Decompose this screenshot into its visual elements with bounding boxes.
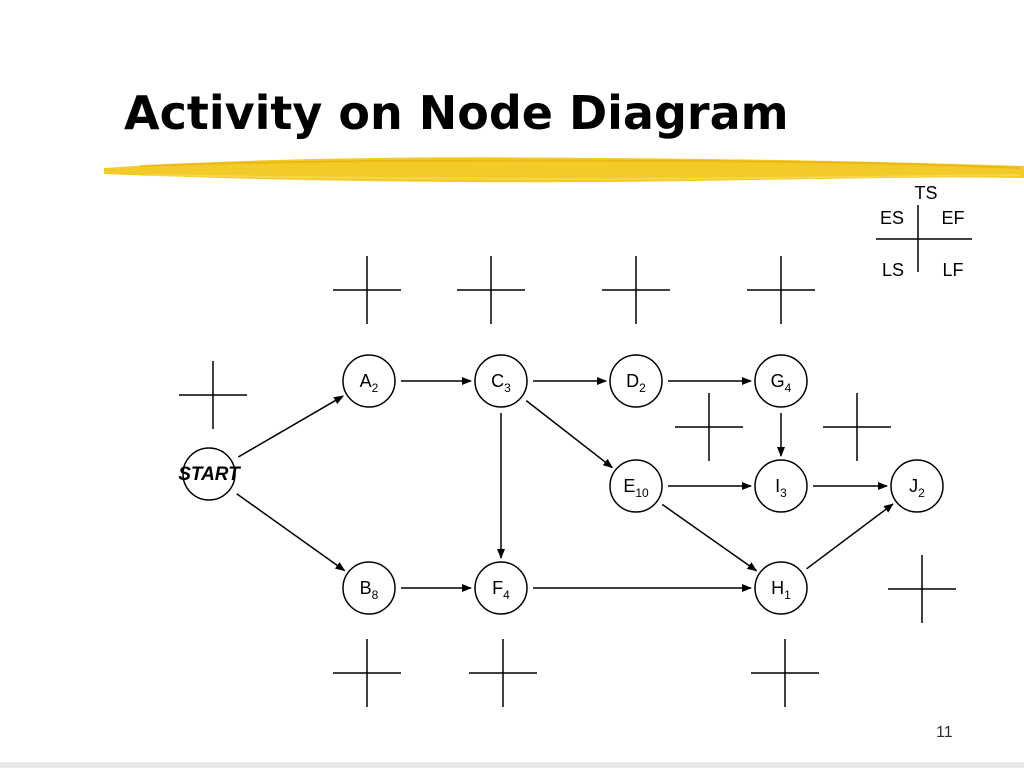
node-g: G4 bbox=[754, 354, 808, 408]
time-cross bbox=[179, 361, 247, 429]
node-b: B8 bbox=[342, 561, 396, 615]
time-cross bbox=[751, 639, 819, 707]
node-h: H1 bbox=[754, 561, 808, 615]
node-label: C3 bbox=[491, 371, 511, 395]
time-cross bbox=[888, 555, 956, 623]
time-cross bbox=[823, 393, 891, 461]
node-name: C bbox=[491, 371, 504, 391]
edge-h-j bbox=[806, 503, 894, 570]
node-c: C3 bbox=[474, 354, 528, 408]
node-duration: 8 bbox=[372, 588, 379, 602]
edge-e-h bbox=[661, 503, 758, 572]
node-circle bbox=[754, 561, 808, 615]
node-label: START bbox=[178, 464, 241, 485]
node-name: J bbox=[909, 476, 918, 496]
node-name: I bbox=[775, 476, 780, 496]
node-e: E10 bbox=[609, 459, 663, 513]
node-duration: 2 bbox=[372, 381, 379, 395]
edges bbox=[236, 377, 894, 592]
edge-start-b bbox=[236, 493, 346, 572]
node-duration: 4 bbox=[503, 588, 510, 602]
page-number: 11 bbox=[936, 724, 953, 741]
node-circle bbox=[474, 354, 528, 408]
node-duration: 2 bbox=[918, 486, 925, 500]
node-circle bbox=[182, 447, 236, 501]
time-cross bbox=[333, 256, 401, 324]
node-label: I3 bbox=[775, 476, 787, 500]
node-name: E bbox=[623, 476, 635, 496]
node-label: G4 bbox=[771, 371, 792, 395]
time-crosses bbox=[179, 256, 956, 707]
edge-start-a bbox=[238, 395, 344, 458]
node-circle bbox=[474, 561, 528, 615]
node-duration: 10 bbox=[635, 486, 649, 500]
node-label: J2 bbox=[909, 476, 925, 500]
edge-c-e bbox=[525, 400, 614, 469]
highlight-brush-streak-2 bbox=[149, 174, 1021, 180]
highlight-brush bbox=[104, 157, 1024, 183]
node-f: F4 bbox=[474, 561, 528, 615]
time-cross bbox=[602, 256, 670, 324]
legend-lf-label: LF bbox=[942, 260, 963, 280]
node-label: D2 bbox=[626, 371, 646, 395]
legend-ts-label: TS bbox=[914, 183, 937, 203]
node-i: I3 bbox=[754, 459, 808, 513]
time-cross bbox=[469, 639, 537, 707]
node-circle bbox=[890, 459, 944, 513]
node-name: D bbox=[626, 371, 639, 391]
node-name: START bbox=[178, 464, 241, 485]
title-highlight-stroke bbox=[104, 157, 1024, 183]
node-circle bbox=[342, 561, 396, 615]
node-duration: 3 bbox=[780, 486, 787, 500]
node-j: J2 bbox=[890, 459, 944, 513]
node-circle bbox=[342, 354, 396, 408]
node-circle bbox=[609, 459, 663, 513]
time-cross bbox=[675, 393, 743, 461]
node-label: F4 bbox=[492, 578, 510, 602]
time-cross bbox=[457, 256, 525, 324]
node-name: B bbox=[360, 578, 372, 598]
node-duration: 4 bbox=[785, 381, 792, 395]
node-label: E10 bbox=[623, 476, 649, 500]
node-name: H bbox=[771, 578, 784, 598]
node-d: D2 bbox=[609, 354, 663, 408]
node-circle bbox=[754, 459, 808, 513]
node-duration: 3 bbox=[504, 381, 511, 395]
node-label: B8 bbox=[360, 578, 379, 602]
node-label: A2 bbox=[360, 371, 379, 395]
node-duration: 2 bbox=[639, 381, 646, 395]
highlight-brush-streak bbox=[139, 159, 1021, 169]
time-cross bbox=[333, 639, 401, 707]
node-circle bbox=[609, 354, 663, 408]
node-a: A2 bbox=[342, 354, 396, 408]
bottom-band bbox=[0, 762, 1024, 768]
node-duration: 1 bbox=[784, 588, 791, 602]
node-legend: TS ES EF LS LF bbox=[876, 183, 972, 280]
legend-ls-label: LS bbox=[882, 260, 904, 280]
legend-ef-label: EF bbox=[941, 208, 964, 228]
node-label: H1 bbox=[771, 578, 791, 602]
legend-es-label: ES bbox=[880, 208, 904, 228]
time-cross bbox=[747, 256, 815, 324]
node-name: G bbox=[771, 371, 785, 391]
node-start: START bbox=[178, 447, 241, 501]
slide-title: Activity on Node Diagram bbox=[124, 86, 789, 140]
node-name: F bbox=[492, 578, 503, 598]
node-name: A bbox=[360, 371, 372, 391]
node-circle bbox=[754, 354, 808, 408]
